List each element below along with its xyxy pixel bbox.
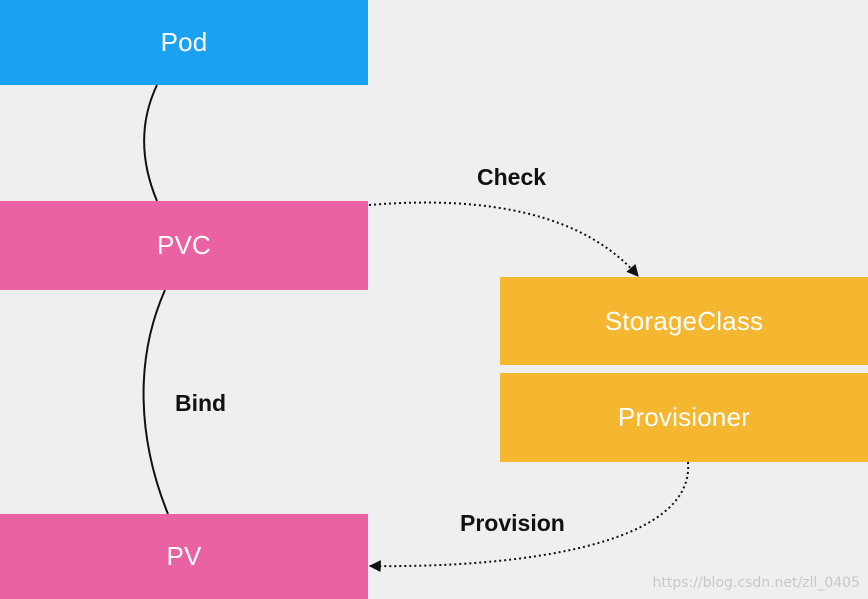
pv-label: PV: [166, 541, 202, 571]
pv-box: PV: [0, 514, 368, 599]
pvc-pv-bind-connector: [142, 289, 169, 515]
provisioner-label: Provisioner: [617, 402, 751, 432]
watermark: https://blog.csdn.net/zll_0405: [652, 575, 860, 591]
provision-label: Provision: [460, 510, 565, 536]
check-label: Check: [477, 164, 547, 190]
pvc-label: PVC: [156, 230, 212, 260]
pod-label: Pod: [160, 27, 208, 57]
storage-class-label: StorageClass: [604, 305, 764, 336]
provisioner-box: Provisioner: [500, 373, 868, 462]
storage-class-box: StorageClass: [500, 277, 868, 365]
pvc-box: PVC: [0, 201, 368, 290]
provision-arrow: [368, 461, 690, 573]
check-arrow: [368, 201, 639, 277]
pod-box: Pod: [0, 0, 368, 85]
pod-pvc-connector: [143, 84, 158, 202]
bind-label: Bind: [175, 390, 227, 416]
